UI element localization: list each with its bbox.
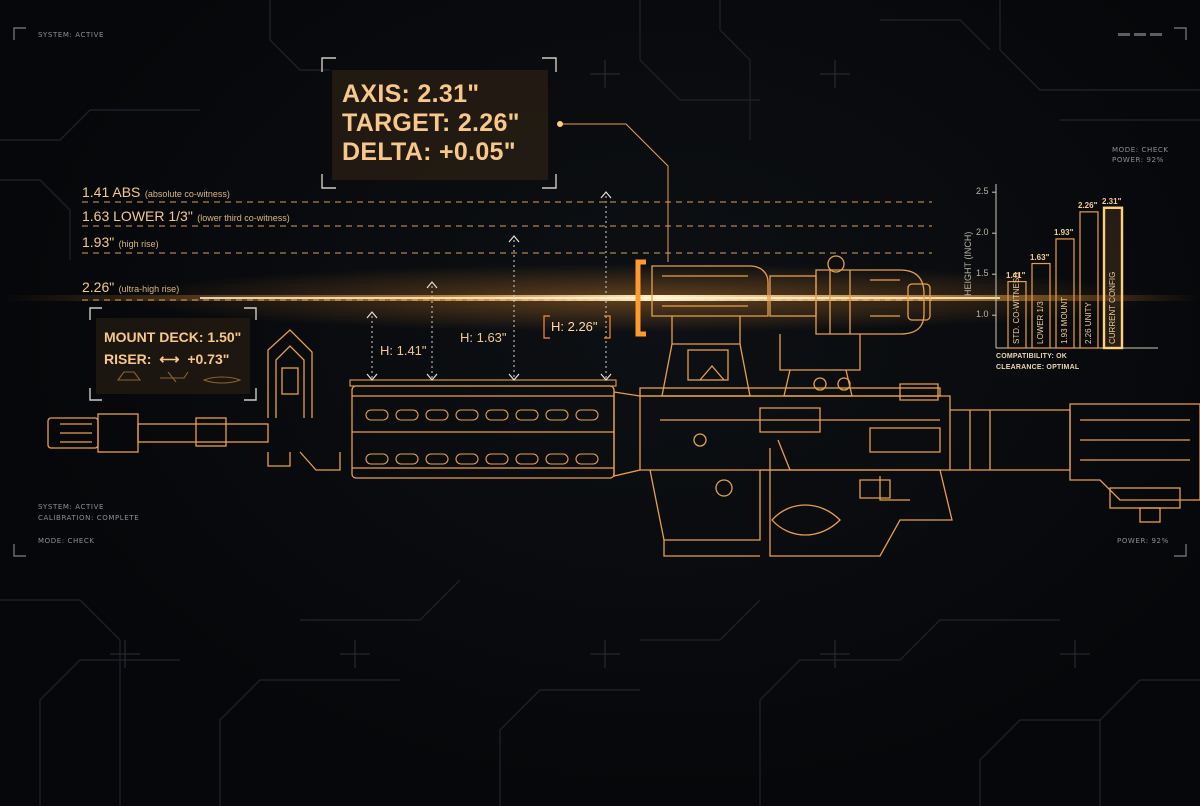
chart-y-axis-label: HEIGHT (INCH)	[963, 231, 973, 296]
status-power-bottom: POWER: 92%	[1117, 537, 1169, 545]
compatibility-note: COMPATIBILITY: OK	[996, 353, 1068, 360]
vent-slot	[365, 409, 389, 421]
chart-bar-value-label: 1.93"	[1054, 227, 1074, 237]
delta-value: DELTA: +0.05"	[342, 138, 516, 166]
target-height-bracket	[543, 315, 611, 339]
vent-slot	[575, 409, 599, 421]
guide-main: 2.26"	[82, 279, 115, 295]
status-system-bottom: SYSTEM: ACTIVE	[38, 503, 104, 511]
status-top-left: SYSTEM: ACTIVE	[38, 31, 104, 39]
panel-brackets	[89, 57, 557, 401]
vent-slot	[485, 409, 509, 421]
status-mode-top-right: MODE: CHECK	[1112, 146, 1169, 154]
chart-category-label: STD. CO-WITNESS	[1012, 272, 1021, 344]
height-markers	[371, 196, 607, 378]
guide-sub: (absolute co-witness)	[144, 189, 230, 199]
axis-value: AXIS: 2.31"	[342, 80, 480, 108]
guide-label-high-rise: 1.93" (high rise)	[82, 234, 159, 252]
vent-slot	[395, 409, 419, 421]
chart-bar-value-label: 1.63"	[1030, 252, 1050, 262]
mount-deck-value: MOUNT DECK: 1.50"	[104, 329, 242, 345]
target-value: TARGET: 2.26"	[342, 109, 520, 137]
chart-y-tick-label: 1.0	[976, 309, 989, 320]
chart-bars	[1007, 206, 1124, 350]
leader-dot-icon	[557, 121, 563, 127]
vent-slot	[395, 453, 419, 465]
vent-slot	[545, 453, 569, 465]
guide-sub: (lower third co-witness)	[197, 213, 290, 223]
vent-slot	[365, 453, 389, 465]
guide-label-abs: 1.41 ABS (absolute co-witness)	[82, 184, 230, 202]
chart-bar	[1007, 280, 1027, 349]
chart-bar	[1055, 238, 1075, 349]
vent-slot	[485, 453, 509, 465]
riser-row: RISER: ⟷ +0.73"	[104, 348, 250, 370]
height-label-1: H: 1.41"	[380, 343, 427, 358]
status-mode-bottom: MODE: CHECK	[38, 537, 95, 545]
mount-panel: MOUNT DECK: 1.50" RISER: ⟷ +0.73"	[96, 318, 250, 394]
chart-category-label: 1.93 MOUNT	[1060, 296, 1069, 344]
status-calibration: CALIBRATION: COMPLETE	[38, 514, 140, 522]
chart-bar-value-label: 2.31"	[1102, 196, 1122, 206]
chart-y-tick-label: 2.0	[976, 227, 989, 238]
receiver-outline	[613, 255, 1200, 557]
vent-slot	[455, 409, 479, 421]
riser-label: RISER:	[104, 351, 152, 367]
chart-bar	[1079, 211, 1099, 349]
optic-bracket-icon	[635, 259, 646, 337]
handguard-rail	[349, 379, 617, 387]
chart-y-tick-label: 1.5	[976, 268, 989, 279]
guide-label-ultra-high: 2.26" (ultra-high rise)	[82, 279, 179, 297]
chart-category-label: LOWER 1/3	[1036, 301, 1045, 344]
status-power-top-right: POWER: 92%	[1112, 156, 1164, 164]
guide-main: 1.41 ABS	[82, 184, 141, 200]
chart-ticks	[992, 191, 996, 316]
vent-slot	[515, 409, 539, 421]
vent-slot	[425, 409, 449, 421]
double-arrow-icon: ⟷	[159, 351, 180, 367]
vent-slot	[425, 453, 449, 465]
chart-category-label: 2.26 UNITY	[1084, 302, 1093, 344]
chart-bar-value-label: 1.41"	[1006, 270, 1026, 280]
marker-arrows	[366, 191, 612, 381]
guide-sub: (high rise)	[118, 239, 159, 249]
chart-bar	[1031, 262, 1051, 349]
height-label-2: H: 1.63"	[460, 330, 507, 345]
chart-bar	[1102, 206, 1124, 350]
vent-slot	[545, 409, 569, 421]
guide-main: 1.93"	[82, 234, 115, 250]
corner-brackets	[13, 27, 1187, 557]
guide-main: 1.63 LOWER 1/3"	[82, 208, 193, 224]
chart-y-tick-label: 2.5	[976, 186, 989, 197]
height-label-3: H: 2.26"	[551, 319, 598, 334]
chart-category-label: CURRENT CONFIG	[1108, 271, 1117, 344]
vent-slot	[455, 453, 479, 465]
handguard-vents	[365, 409, 599, 465]
chart-bar-value-label: 2.26"	[1078, 200, 1098, 210]
clearance-note: CLEARANCE: OPTIMAL	[996, 364, 1080, 371]
crosshair-marks	[110, 60, 1090, 668]
guide-sub: (ultra-high rise)	[118, 284, 180, 294]
guide-label-lower-third: 1.63 LOWER 1/3" (lower third co-witness)	[82, 208, 290, 226]
axis-panel: AXIS: 2.31" TARGET: 2.26" DELTA: +0.05"	[332, 70, 548, 180]
top-right-dashes	[1118, 33, 1162, 36]
riser-value: +0.73"	[187, 351, 230, 367]
vent-slot	[515, 453, 539, 465]
vent-slot	[575, 453, 599, 465]
leader-line	[560, 123, 669, 262]
